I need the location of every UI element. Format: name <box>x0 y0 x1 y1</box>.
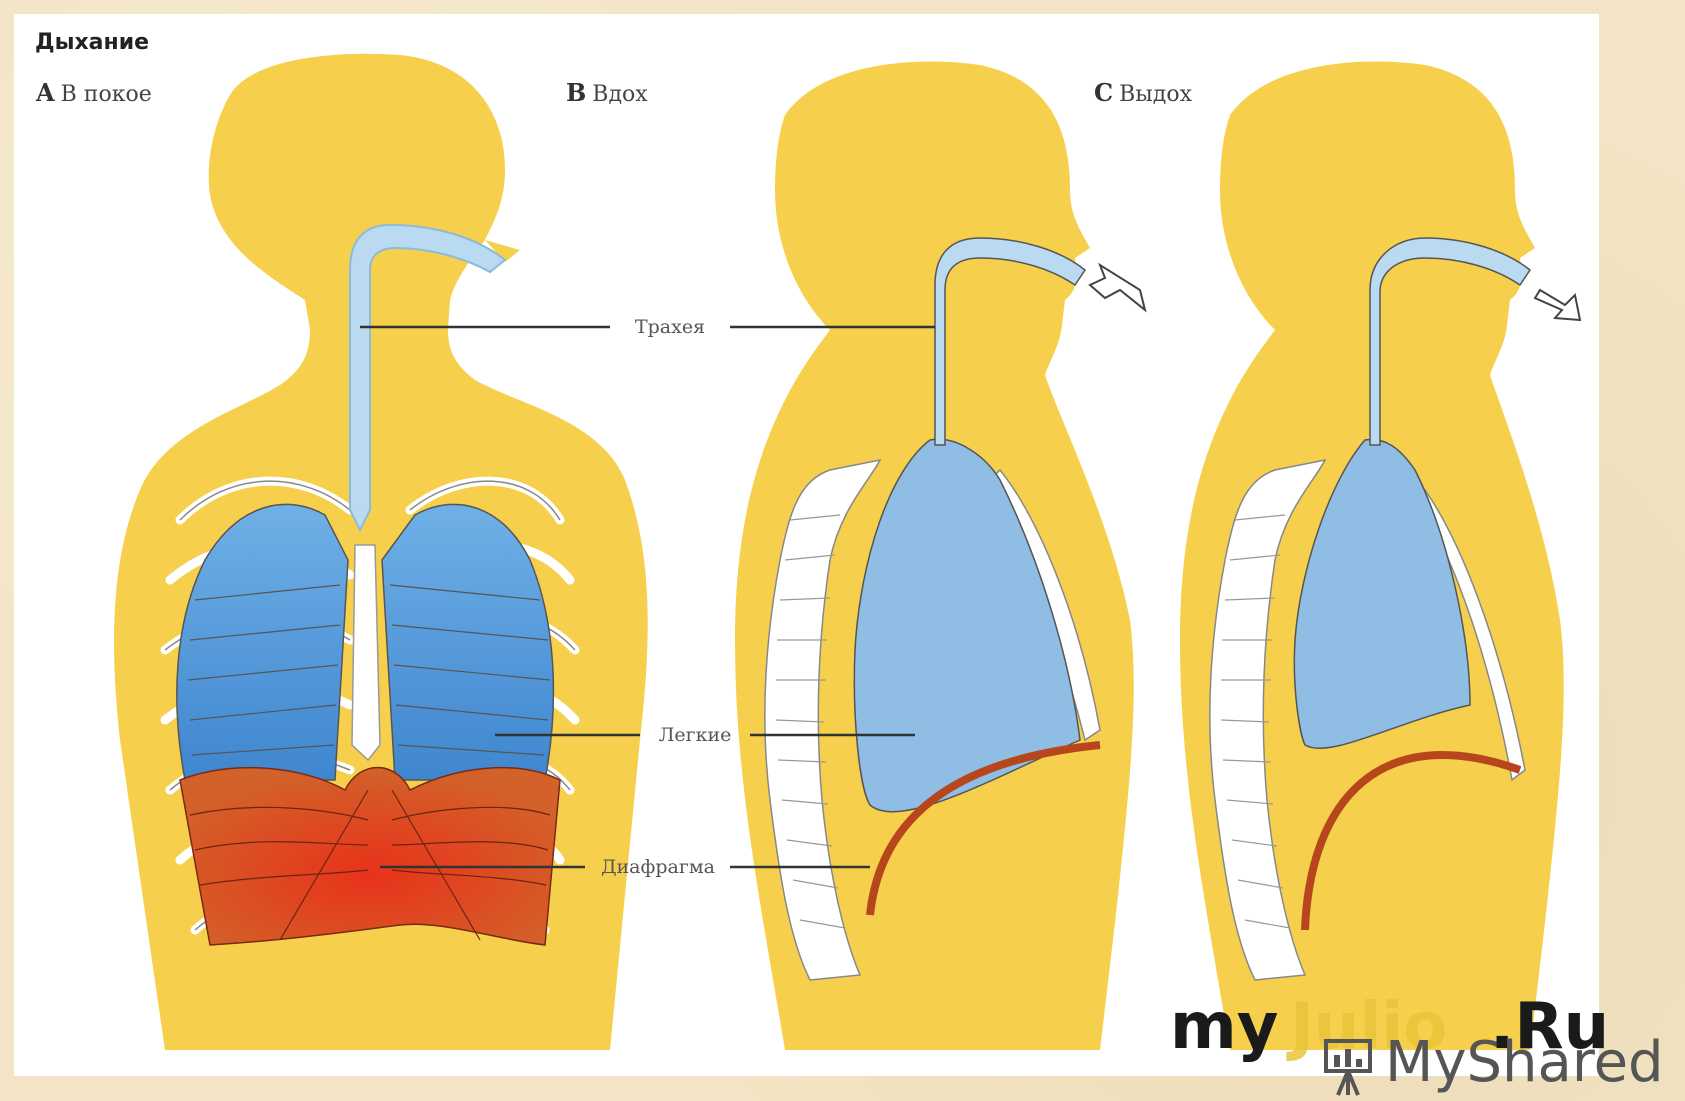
panel-a-figure <box>114 54 648 1050</box>
exhale-arrow-icon <box>1535 290 1580 320</box>
watermark-myshared: MyShared <box>1385 1035 1664 1091</box>
sternum <box>352 545 380 760</box>
presentation-board-icon <box>1318 1035 1378 1097</box>
diaphragm <box>180 768 560 946</box>
label-trachea: Трахея <box>635 316 705 338</box>
label-lungs: Легкие <box>659 724 732 746</box>
panel-b-figure <box>735 62 1145 1050</box>
panel-c-figure <box>1180 62 1580 1050</box>
watermark-my: my <box>1170 995 1278 1059</box>
inhale-arrow-icon <box>1090 265 1145 310</box>
label-diaphragm: Диафрагма <box>601 856 715 878</box>
